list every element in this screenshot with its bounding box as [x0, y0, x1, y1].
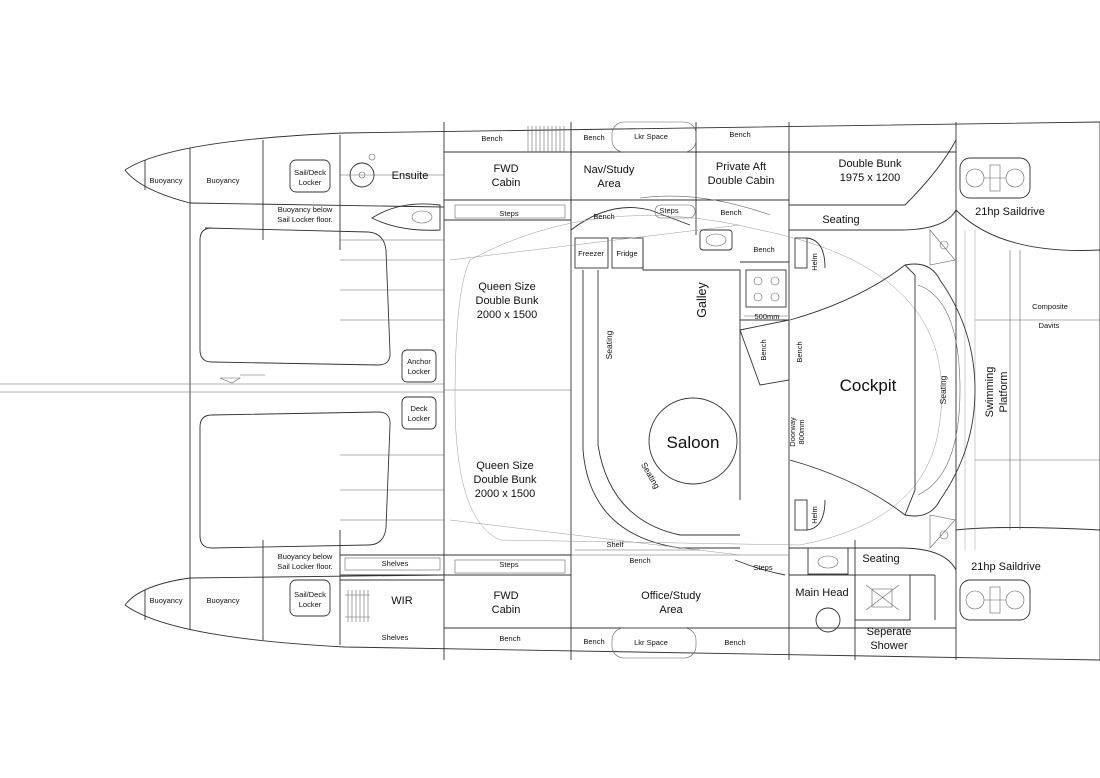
label-galley: Galley	[695, 282, 709, 318]
label-bench-1: Bench	[481, 134, 502, 143]
wir-hangers	[345, 590, 370, 622]
top-hangers	[527, 126, 565, 152]
label-shower-2: Shower	[870, 640, 908, 652]
label-helm-top: Helm	[810, 253, 819, 271]
label-steps-3: Steps	[499, 560, 518, 569]
label-saloon: Saloon	[667, 433, 720, 452]
label-bench-4: Bench	[593, 212, 614, 221]
label-deck-1: Deck	[410, 404, 427, 413]
label-qs-top-1: Queen Size	[478, 281, 535, 293]
label-buoyancy-below-top-1: Buoyancy below	[278, 205, 333, 214]
label-bench-7: Bench	[629, 556, 650, 565]
label-buoyancy-tl: Buoyancy	[150, 176, 183, 185]
label-office-1: Office/Study	[641, 590, 701, 602]
label-bench-8: Bench	[499, 634, 520, 643]
label-qs-bot-3: 2000 x 1500	[475, 488, 536, 500]
bulkheads	[144, 122, 1100, 660]
label-fwd-cabin-top-1: FWD	[493, 163, 518, 175]
label-buoyancy-bl: Buoyancy	[150, 596, 183, 605]
label-fwd-cabin-bot-1: FWD	[493, 590, 518, 602]
label-steps-1: Steps	[499, 209, 518, 218]
label-buoyancy-tl2: Buoyancy	[207, 176, 240, 185]
hull-fixtures	[289, 121, 936, 660]
label-steps-4: Steps	[753, 563, 772, 572]
label-fwd-cabin-top-2: Cabin	[492, 177, 521, 189]
label-private-aft-2: Double Cabin	[708, 175, 775, 187]
label-dim-500: 500mm	[754, 312, 779, 321]
label-shelves-bot: Shelves	[382, 633, 409, 642]
label-buoyancy-below-bot-1: Buoyancy below	[278, 552, 333, 561]
label-cockpit: Cockpit	[840, 376, 897, 395]
label-helm-bot: Helm	[810, 506, 819, 524]
label-bench-2: Bench	[583, 133, 604, 142]
label-qs-top-3: 2000 x 1500	[477, 309, 538, 321]
label-seating-top: Seating	[822, 214, 859, 226]
label-ensuite: Ensuite	[392, 170, 429, 182]
label-shelf: Shelf	[606, 540, 624, 549]
label-seating-curve: Seating	[639, 461, 662, 491]
label-buoyancy-below-top-2: Sail Locker floor.	[277, 215, 332, 224]
label-seating-saloon: Seating	[604, 330, 614, 359]
saloon-shapes	[344, 195, 976, 576]
label-freezer: Freezer	[578, 249, 604, 258]
label-nav-2: Area	[597, 178, 621, 190]
saildrive-bottom-icon	[959, 579, 1031, 621]
label-composite: Composite	[1032, 302, 1068, 311]
label-fridge: Fridge	[616, 249, 637, 258]
label-doorway-2: 800mm	[797, 419, 806, 444]
label-qs-top-2: Double Bunk	[476, 295, 539, 307]
label-bench-11: Bench	[759, 339, 768, 360]
label-deck-2: Locker	[408, 414, 431, 423]
label-bench-6: Bench	[753, 245, 774, 254]
label-qs-bot-2: Double Bunk	[474, 474, 537, 486]
label-sail-locker-bot-1: Sail/Deck	[294, 590, 326, 599]
label-bench-10: Bench	[724, 638, 745, 647]
label-sail-locker-bot-2: Locker	[299, 600, 322, 609]
label-office-2: Area	[659, 604, 683, 616]
label-main-head: Main Head	[795, 587, 848, 599]
label-seating-cockpit: Seating	[938, 375, 948, 404]
label-swim-1: Swimming	[984, 367, 996, 418]
label-double-bunk-2: 1975 x 1200	[840, 172, 901, 184]
label-saildrive-bot: 21hp Saildrive	[971, 561, 1041, 573]
label-anchor-2: Locker	[408, 367, 431, 376]
label-buoyancy-bl2: Buoyancy	[207, 596, 240, 605]
label-nav-1: Nav/Study	[584, 164, 635, 176]
label-private-aft-1: Private Aft	[716, 161, 766, 173]
label-wir: WIR	[391, 595, 412, 607]
label-seating-bot: Seating	[862, 553, 899, 565]
label-swim-2: Platform	[998, 372, 1010, 413]
label-anchor-1: Anchor	[407, 357, 431, 366]
label-double-bunk-1: Double Bunk	[839, 158, 902, 170]
label-doorway-1: Doorway	[788, 417, 797, 447]
label-buoyancy-below-bot-2: Sail Locker floor.	[277, 562, 332, 571]
label-saildrive-top: 21hp Saildrive	[975, 206, 1045, 218]
label-bench-9: Bench	[583, 637, 604, 646]
label-bench-3: Bench	[729, 130, 750, 139]
label-qs-bot-1: Queen Size	[476, 460, 533, 472]
label-lkr-space-bot: Lkr Space	[634, 638, 668, 647]
hull-outlines	[0, 121, 1100, 661]
label-fwd-cabin-bot-2: Cabin	[492, 604, 521, 616]
label-steps-2: Steps	[659, 206, 678, 215]
label-davits: Davits	[1039, 321, 1060, 330]
label-sail-locker-top-1: Sail/Deck	[294, 168, 326, 177]
label-bench-5: Bench	[720, 208, 741, 217]
labels: Buoyancy Buoyancy Buoyancy Buoyancy Sail…	[150, 130, 1068, 652]
label-lkr-space-top: Lkr Space	[634, 132, 668, 141]
saildrive-top-icon	[959, 157, 1031, 199]
label-sail-locker-top-2: Locker	[299, 178, 322, 187]
label-bench-12: Bench	[795, 341, 804, 362]
label-shower-1: Seperate	[867, 626, 912, 638]
label-shelves-top: Shelves	[382, 559, 409, 568]
